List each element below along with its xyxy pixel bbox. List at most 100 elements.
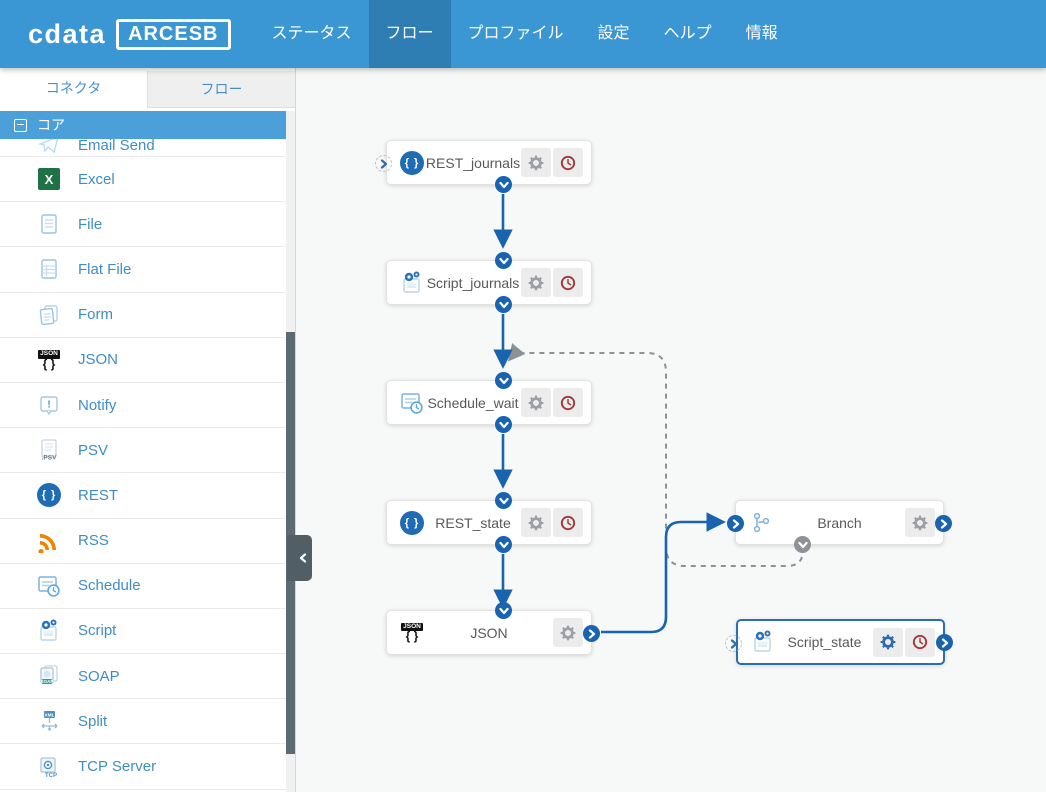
branch-expand-port[interactable]	[794, 536, 811, 553]
schedule-clock-button[interactable]	[905, 627, 935, 657]
section-header-core[interactable]: コア	[0, 111, 295, 139]
svg-text:TCP: TCP	[45, 773, 57, 779]
rss-icon	[34, 528, 64, 554]
input-port[interactable]	[495, 602, 512, 619]
connector-label: Flat File	[78, 260, 132, 278]
settings-gear-button[interactable]	[521, 148, 551, 177]
sidebar-scrollbar[interactable]	[286, 111, 295, 792]
script-icon	[399, 270, 425, 296]
rest-icon: { }	[399, 510, 425, 536]
connector-item-flat-file[interactable]: Flat File	[0, 247, 286, 293]
flow-canvas[interactable]: { } REST_journals Script_journals Schedu…	[295, 68, 1046, 792]
json-icon: JSON{ }	[38, 350, 60, 371]
connector-label: JSON	[78, 351, 119, 369]
connector-item-split[interactable]: XML Split	[0, 699, 286, 745]
nav-item-help[interactable]: ヘルプ	[663, 25, 712, 42]
node-label: Branch	[817, 514, 862, 531]
cdata-logo: cdata	[28, 18, 107, 49]
flow-node-schedule-wait[interactable]: Schedule_wait	[386, 372, 592, 433]
nav-item-flows[interactable]: フロー	[368, 0, 451, 68]
rest-icon: { }	[34, 482, 64, 508]
output-port[interactable]	[495, 416, 512, 433]
nav-item-about[interactable]: 情報	[745, 25, 778, 42]
flow-node-script-state[interactable]: Script_state	[725, 619, 953, 665]
flat-file-icon	[34, 256, 64, 282]
flow-node-rest-state[interactable]: { } REST_state	[386, 492, 592, 553]
connector-label: Script	[78, 622, 117, 640]
node-label: JSON	[470, 624, 508, 641]
arcesb-badge: ARCESB	[116, 18, 231, 50]
input-port[interactable]	[727, 515, 744, 532]
settings-gear-button[interactable]	[873, 627, 903, 657]
svg-text:.PSV: .PSV	[42, 455, 57, 462]
connector-label: Excel	[78, 170, 115, 188]
flow-node-json[interactable]: JSON{ } JSON	[386, 602, 600, 655]
connector-item-schedule[interactable]: Schedule	[0, 563, 286, 609]
flow-node-rest-journals[interactable]: { } REST_journals	[375, 140, 592, 193]
settings-gear-button[interactable]	[905, 508, 935, 537]
schedule-clock-button[interactable]	[553, 508, 583, 537]
connector-item-psv[interactable]: .PSV PSV	[0, 428, 286, 474]
node-label: REST_state	[435, 514, 511, 531]
tab-flows[interactable]: フロー	[147, 71, 295, 108]
schedule-clock-button[interactable]	[553, 148, 583, 177]
connector-item-excel[interactable]: X Excel	[0, 157, 286, 203]
node-label: REST_journals	[425, 154, 521, 171]
connector-item-tcp-server[interactable]: TCP TCP Server	[0, 744, 286, 790]
connector-label: RSS	[78, 532, 109, 550]
output-port[interactable]	[495, 296, 512, 313]
flow-node-script-journals[interactable]: Script_journals	[386, 252, 592, 313]
connector-list: Email Send X Excel File Flat File Form J…	[0, 139, 286, 790]
settings-gear-button[interactable]	[521, 388, 551, 417]
connector-label: SOAP	[78, 667, 120, 685]
collapse-minus-box-icon	[14, 118, 27, 132]
output-port[interactable]	[495, 536, 512, 553]
connector-item-rest[interactable]: { } REST	[0, 473, 286, 519]
nav-item-settings[interactable]: 設定	[597, 25, 630, 42]
tab-connectors[interactable]: コネクタ	[0, 68, 147, 108]
sidebar-collapse-handle[interactable]	[287, 535, 312, 581]
output-port[interactable]	[935, 515, 952, 532]
connector-item-form[interactable]: Form	[0, 292, 286, 338]
input-port[interactable]	[495, 252, 512, 269]
branch-icon	[748, 510, 774, 536]
output-port[interactable]	[936, 634, 953, 651]
app-logo[interactable]: cdata ARCESB	[28, 18, 231, 50]
output-port[interactable]	[583, 625, 600, 642]
settings-gear-button[interactable]	[553, 618, 583, 647]
connector-item-file[interactable]: File	[0, 202, 286, 248]
email-send-icon	[34, 139, 64, 156]
rest-icon: { }	[399, 150, 425, 176]
sidebar-tabs: コネクタ フロー	[0, 68, 295, 108]
input-port[interactable]	[495, 372, 512, 389]
connector-item-notify[interactable]: ! Notify	[0, 382, 286, 429]
connector-item-script[interactable]: Script	[0, 608, 286, 655]
node-label: Schedule_wait	[427, 394, 519, 411]
connector-label: PSV	[78, 441, 109, 459]
split-icon: XML	[34, 708, 64, 734]
form-icon	[34, 302, 64, 328]
input-port[interactable]	[375, 155, 392, 172]
connector-label: File	[78, 215, 103, 233]
connector-item-json[interactable]: JSON{ } JSON	[0, 337, 286, 383]
flow-node-branch[interactable]: Branch	[727, 500, 952, 553]
connector-item-email-send[interactable]: Email Send	[0, 139, 286, 157]
input-port[interactable]	[495, 492, 512, 509]
section-label: コア	[37, 117, 65, 133]
nav-item-profiles[interactable]: プロファイル	[467, 25, 564, 42]
schedule-clock-button[interactable]	[553, 388, 583, 417]
settings-gear-button[interactable]	[521, 508, 551, 537]
connector-label: Schedule	[78, 577, 141, 595]
output-port[interactable]	[495, 176, 512, 193]
node-label: Script_state	[787, 634, 862, 650]
connector-sidebar: コネクタ フロー コア Email Send X Excel File	[0, 68, 296, 792]
script-icon	[34, 618, 64, 644]
input-port[interactable]	[725, 635, 742, 652]
node-label: Script_journals	[426, 274, 520, 291]
connector-item-rss[interactable]: RSS	[0, 518, 286, 564]
schedule-clock-button[interactable]	[553, 268, 583, 297]
svg-text:SOAP: SOAP	[41, 679, 54, 684]
connector-item-soap[interactable]: SOAP SOAP	[0, 654, 286, 700]
settings-gear-button[interactable]	[521, 268, 551, 297]
nav-item-status[interactable]: ステータス	[271, 25, 352, 42]
